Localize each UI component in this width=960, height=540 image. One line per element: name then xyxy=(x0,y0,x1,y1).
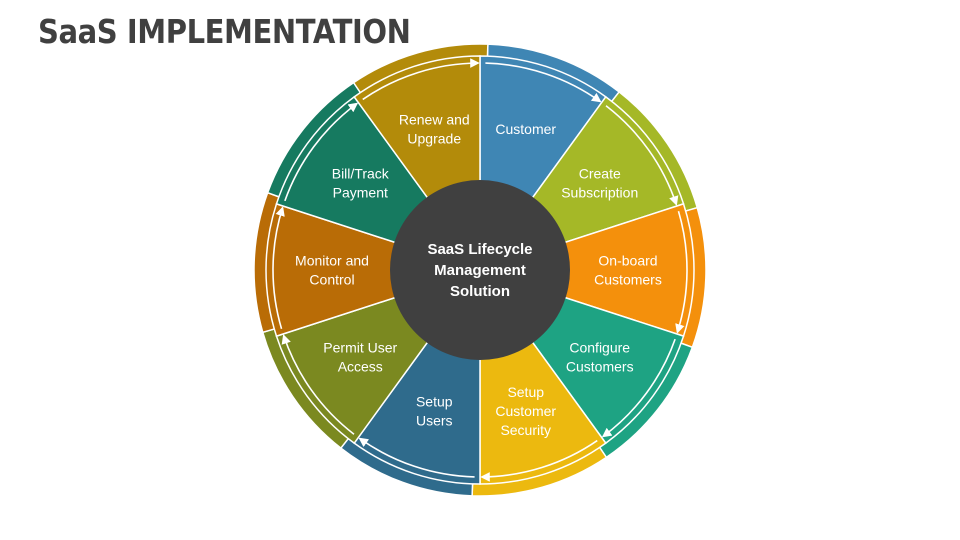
cycle-arrow xyxy=(358,437,475,478)
segment-label-line: Control xyxy=(309,272,354,288)
segment-label-line: Setup xyxy=(507,384,544,400)
cycle-arrow xyxy=(485,62,602,103)
cycle-arrow xyxy=(281,334,355,435)
cycle-arrows xyxy=(272,58,688,482)
cycle-arrow xyxy=(675,210,688,334)
cycle-arrow xyxy=(284,102,359,202)
segment-label-line: Setup xyxy=(416,393,453,409)
segment-label-line: Access xyxy=(338,358,383,374)
cycle-arrow xyxy=(605,105,679,206)
segment-label-line: Configure xyxy=(569,339,630,355)
segment-label-line: Upgrade xyxy=(407,131,461,147)
segment-label-line: On-board xyxy=(598,253,657,269)
segment-label-line: Customers xyxy=(594,272,662,288)
center-label-line: Solution xyxy=(450,283,510,300)
cycle-arrow xyxy=(601,338,676,438)
segment-label-line: Subscription xyxy=(561,185,638,201)
segment-label-line: Security xyxy=(500,422,551,438)
center-label-line: SaaS Lifecycle xyxy=(427,241,532,258)
center-label-line: Management xyxy=(434,262,526,279)
segment-label-line: Customer xyxy=(495,403,556,419)
cycle-arrow xyxy=(480,439,598,482)
slide-title: SaaS IMPLEMENTATION xyxy=(38,12,411,51)
segment-label-line: Permit User xyxy=(323,339,397,355)
center-hub xyxy=(390,180,570,360)
segment-label-line: Renew and xyxy=(399,112,470,128)
segment-wedge xyxy=(265,202,483,338)
segment-wedge xyxy=(477,202,695,338)
cycle-arrow xyxy=(362,58,480,101)
segment-label-line: Users xyxy=(416,412,453,428)
cycle-arrow xyxy=(272,206,285,330)
segment-label: Customer xyxy=(495,121,556,137)
segment-label-line: Payment xyxy=(333,185,388,201)
segment-label-line: Customer xyxy=(495,121,556,137)
segment-label-line: Bill/Track xyxy=(332,166,390,182)
segment-label-line: Customers xyxy=(566,358,634,374)
segment-label-line: Create xyxy=(579,166,621,182)
segment-label-line: Monitor and xyxy=(295,253,369,269)
